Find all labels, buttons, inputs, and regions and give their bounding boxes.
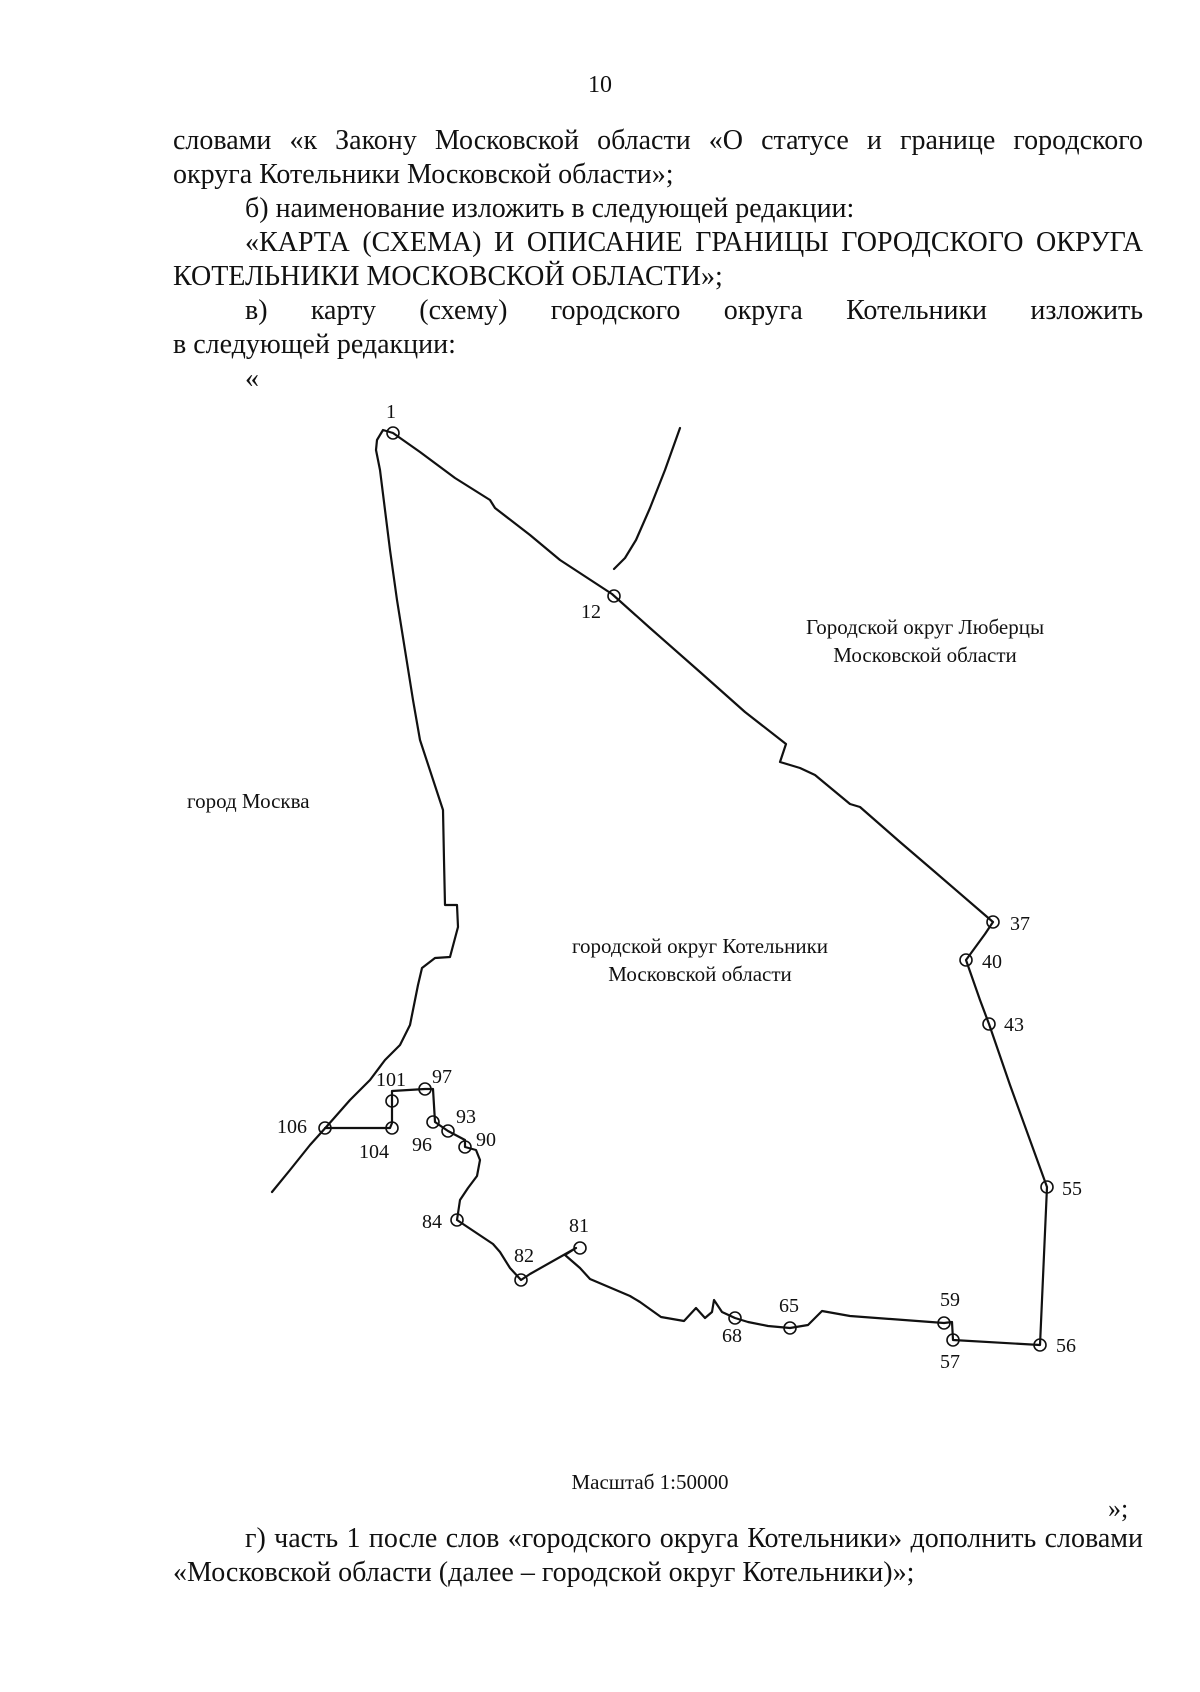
point-label-106: 106 [277,1116,307,1138]
boundary-point-40 [959,953,973,967]
point-label-104: 104 [359,1141,389,1163]
area-label-lyubertsy-region: Московской области [833,643,1017,667]
boundary-point-65 [783,1321,797,1335]
area-label-kotelniki: городской округ Котельники [572,934,828,958]
point-label-40: 40 [982,951,1002,973]
boundary-point-59 [937,1316,951,1330]
point-label-59: 59 [940,1289,960,1311]
paragraph-line: в) карту (схему) городского округа Котел… [245,295,1143,326]
point-label-96: 96 [412,1134,432,1156]
point-label-84: 84 [422,1211,442,1233]
close-quote: »; [1108,1494,1129,1523]
page-number: 10 [588,72,612,98]
heading-line: «КАРТА (СХЕМА) И ОПИСАНИЕ ГРАНИЦЫ ГОРОДС… [245,227,1143,258]
map-scale: Масштаб 1:50000 [571,1470,729,1494]
paragraph-line: г) часть 1 после слов «городского округа… [245,1523,1143,1554]
boundary-point-43 [982,1017,996,1031]
boundary-point-93 [441,1124,455,1138]
boundary-point-106 [318,1121,332,1135]
boundary-point-55 [1040,1180,1054,1194]
area-label-lyubertsy: Городской округ Люберцы [806,615,1044,639]
point-label-57: 57 [940,1351,960,1373]
area-label-kotelniki-region: Московской области [608,962,792,986]
point-label-81: 81 [569,1215,589,1237]
boundary-point-96 [426,1115,440,1129]
boundary-point-101 [385,1094,399,1108]
boundary-point-57 [946,1333,960,1347]
point-label-68: 68 [722,1325,742,1347]
point-label-97: 97 [432,1066,452,1088]
point-label-101: 101 [376,1069,406,1091]
paragraph-line: «Московской области (далее – городской о… [173,1557,915,1588]
point-label-12: 12 [581,601,601,623]
area-label-moscow: город Москва [187,789,310,813]
paragraph-line: словами «к Закону Московской области «О … [173,125,1143,156]
boundary-point-12 [607,589,621,603]
heading-line: КОТЕЛЬНИКИ МОСКОВСКОЙ ОБЛАСТИ»; [173,261,723,292]
point-label-93: 93 [456,1106,476,1128]
point-label-90: 90 [476,1129,496,1151]
paragraph-line: округа Котельники Московской области»; [173,159,674,190]
paragraph-line: б) наименование изложить в следующей ред… [245,193,855,224]
boundary-point-68 [728,1311,742,1325]
boundary-point-82 [514,1273,528,1287]
boundary-point-104 [385,1121,399,1135]
point-label-43: 43 [1004,1014,1024,1036]
paragraph-line: в следующей редакции: [173,329,456,360]
boundary-point-1 [386,426,400,440]
point-label-37: 37 [1010,913,1030,935]
open-quote: « [245,363,259,394]
boundary-point-90 [458,1140,472,1154]
point-label-82: 82 [514,1245,534,1267]
kotelniki-boundary-line [270,426,1049,1347]
point-label-1: 1 [386,401,396,423]
boundary-point-84 [450,1213,464,1227]
point-label-55: 55 [1062,1178,1082,1200]
boundary-point-81 [573,1241,587,1255]
point-label-56: 56 [1056,1335,1076,1357]
boundary-point-56 [1033,1338,1047,1352]
boundary-point-97 [418,1082,432,1096]
boundary-point-37 [986,915,1000,929]
point-label-65: 65 [779,1295,799,1317]
